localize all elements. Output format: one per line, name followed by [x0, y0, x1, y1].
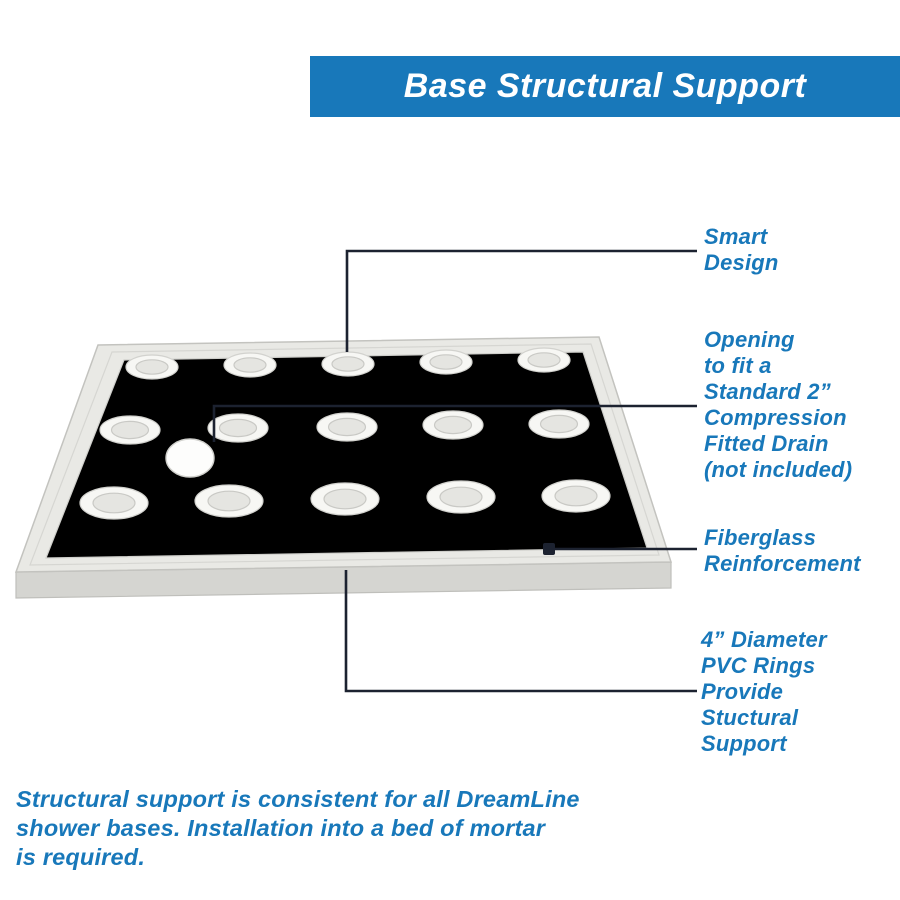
callout-lines [212, 249, 697, 693]
callout-drain-opening: Opening to fit a Standard 2” Compression… [704, 327, 853, 482]
callout-dot-fiberglass [543, 543, 555, 555]
pvc-ring [517, 347, 571, 373]
pvc-ring [419, 349, 473, 375]
callout-line-drain [212, 404, 697, 442]
pvc-ring [310, 482, 380, 516]
pvc-ring [321, 351, 375, 377]
title-banner: Base Structural Support [310, 56, 900, 117]
callout-pvc-rings: 4” Diameter PVC Rings Provide Stuctural … [701, 627, 827, 756]
page-title: Base Structural Support [403, 67, 807, 105]
pvc-ring [207, 413, 269, 443]
pvc-ring [194, 484, 264, 518]
footer-note: Structural support is consistent for all… [16, 786, 580, 871]
pvc-ring [422, 410, 484, 440]
callout-fiberglass: Fiberglass Reinforcement [704, 525, 861, 576]
pvc-ring [528, 409, 590, 439]
callout-line-pvc-rings [344, 570, 697, 693]
base-inner-floor [45, 351, 648, 559]
pvc-ring [79, 486, 149, 520]
callout-smart-design: Smart Design [704, 224, 779, 275]
pvc-ring [316, 412, 378, 442]
pvc-ring [125, 354, 179, 380]
callout-line-smart-design [345, 249, 697, 352]
pvc-ring [99, 415, 161, 445]
drain-opening [165, 438, 215, 478]
pvc-rings-group [79, 347, 611, 520]
pvc-ring [541, 479, 611, 513]
pvc-ring [223, 352, 277, 378]
pvc-ring [426, 480, 496, 514]
base-rim-line [29, 343, 660, 566]
